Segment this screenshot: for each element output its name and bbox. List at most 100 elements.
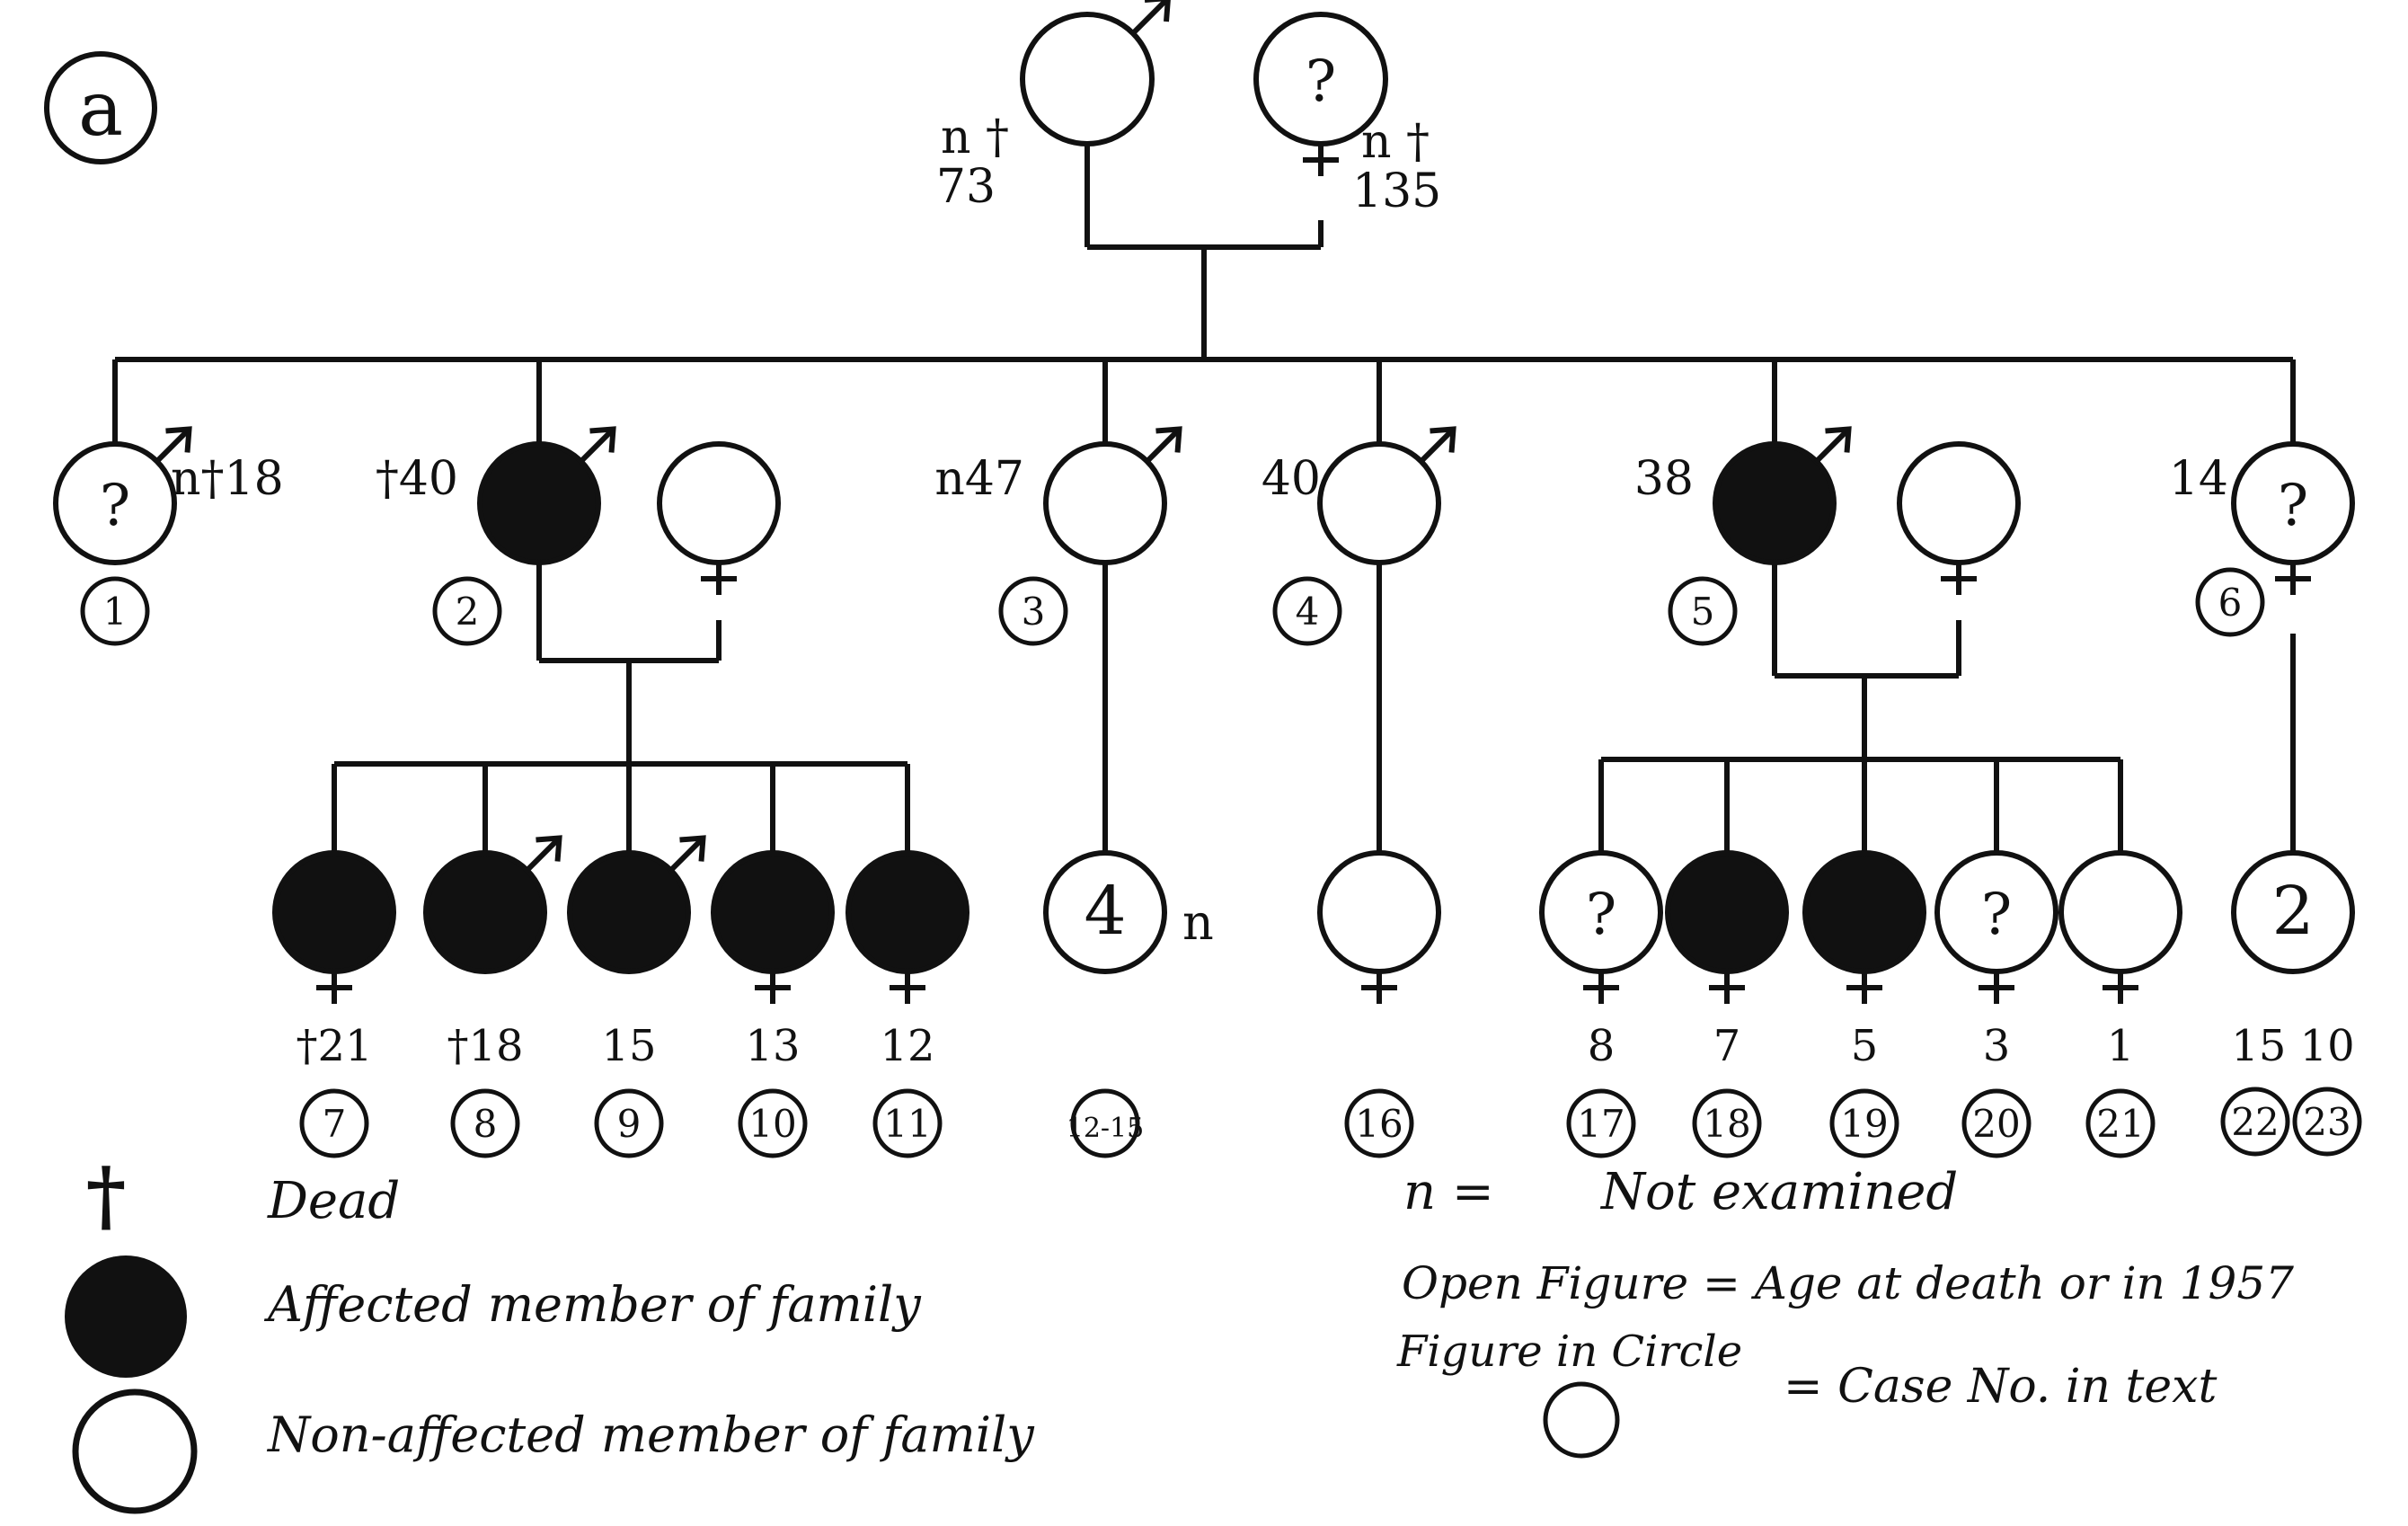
gen2-case-number-circle xyxy=(1668,576,1738,646)
legend-figure-in-circle-label: Figure in Circle xyxy=(1396,1326,1742,1377)
gen1-mother-annotation-2: 135 xyxy=(1352,164,1441,218)
nonaffected-person-circle xyxy=(53,441,177,565)
gen3-case-number-circle xyxy=(1566,1088,1636,1158)
gen3-case-number-circle xyxy=(450,1088,520,1158)
gen3-person-symbol xyxy=(711,850,835,1004)
gen2-case-number: 5 xyxy=(1691,590,1715,634)
not-examined-mark: n xyxy=(1182,894,1214,951)
legend-case-circle-symbol xyxy=(1543,1381,1620,1459)
gen3-annotation: 1 xyxy=(2107,1021,2135,1071)
male-arrow-head-icon xyxy=(536,835,562,862)
gen2-case-number-circle xyxy=(1272,576,1342,646)
male-arrow-icon xyxy=(579,427,615,464)
gen3-annotation: †18 xyxy=(447,1021,523,1071)
male-arrow-icon xyxy=(1419,427,1456,464)
gen1-father-annotation-1: n † xyxy=(941,111,1009,164)
gen3-annotation: †21 xyxy=(296,1021,372,1071)
affected-person-circle xyxy=(567,850,691,974)
male-arrow-head-icon xyxy=(589,426,616,453)
gen3-person-symbol xyxy=(2231,850,2355,974)
nonaffected-person-circle xyxy=(1020,12,1155,146)
gen3-person-symbol xyxy=(1665,850,1789,1004)
gen3-case-number: 18 xyxy=(1703,1102,1750,1146)
affected-person-circle xyxy=(845,850,969,974)
gen3-case-number: 17 xyxy=(1577,1102,1625,1146)
affected-person-circle xyxy=(1802,850,1926,974)
gen3-case-number-circle xyxy=(738,1088,808,1158)
gen3-case-number: 12-15 xyxy=(1067,1113,1144,1144)
gen3-case-number-circle xyxy=(594,1088,664,1158)
male-arrow-icon xyxy=(668,836,705,873)
gen3-case-number: 9 xyxy=(617,1102,642,1146)
legend-n-label: Not examined xyxy=(1599,1163,1958,1221)
gen3-case-number: 19 xyxy=(1840,1102,1888,1146)
person-mark: ? xyxy=(100,473,130,539)
panel-label-circle xyxy=(44,51,157,164)
gen2-person-symbol xyxy=(657,441,781,595)
gen2-case-number-circle xyxy=(432,576,502,646)
gen1-father-symbol xyxy=(1020,0,1171,146)
affected-person-circle xyxy=(1665,850,1789,974)
gen3-case-number-circle xyxy=(872,1088,943,1158)
male-arrow-icon xyxy=(525,836,562,873)
male-arrow-icon xyxy=(1145,427,1182,464)
legend-nonaffected-label: Non-affected member of family xyxy=(266,1406,1035,1463)
male-arrow-head-icon xyxy=(1430,426,1456,453)
male-arrow-icon xyxy=(1814,427,1851,464)
legend-affected-symbol xyxy=(65,1255,187,1378)
affected-person-circle xyxy=(477,441,601,565)
gen3-person-symbol xyxy=(1317,850,1441,1004)
affected-person-circle xyxy=(272,850,396,974)
gen2-case-number-circle xyxy=(998,576,1068,646)
gen2-case-number: 4 xyxy=(1296,590,1320,634)
gen3-annotation: 13 xyxy=(745,1021,800,1071)
gen1-mother-symbol xyxy=(1253,12,1388,176)
affected-person-circle xyxy=(1713,441,1837,565)
gen2-person-symbol xyxy=(477,426,616,565)
person-mark: ? xyxy=(1981,882,2012,948)
gen3-case-number: 11 xyxy=(883,1102,931,1146)
pedigree-lines xyxy=(112,144,2296,854)
gen3-person-symbol xyxy=(423,835,562,974)
nonaffected-person-circle xyxy=(1317,850,1441,974)
gen2-case-number: 1 xyxy=(103,590,128,634)
gen2-case-number: 2 xyxy=(456,590,480,634)
legend: † Dead Affected member of family Non-aff… xyxy=(65,1150,2294,1514)
gen3-person-symbol xyxy=(1934,850,2058,1004)
legend-nonaffected-symbol xyxy=(72,1388,198,1514)
gen2-person-symbol xyxy=(1713,426,1852,565)
gen3-case-number-circle xyxy=(2085,1088,2156,1158)
legend-case-no-label: = Case No. in text xyxy=(1784,1360,2217,1414)
nonaffected-person-circle xyxy=(2231,850,2355,974)
gen3-person-symbol xyxy=(567,835,706,974)
legend-open-figure-label: Open Figure = Age at death or in 1957 xyxy=(1402,1257,2294,1309)
gen2-person-symbol xyxy=(2231,441,2355,595)
gen2-person-symbol xyxy=(1043,426,1182,565)
nonaffected-person-circle xyxy=(1897,441,2021,565)
gen3-case-number-circle xyxy=(1344,1088,1414,1158)
gen3-person-symbol xyxy=(272,850,396,1004)
male-arrow-icon xyxy=(155,427,191,464)
gen3-case-number: 20 xyxy=(1972,1102,2020,1146)
person-mark: ? xyxy=(2278,473,2308,539)
gen1-mother-annotation-1: n † xyxy=(1361,115,1430,169)
panel-label: a xyxy=(78,65,123,153)
nonaffected-person-circle xyxy=(1317,441,1441,565)
gen3-person-symbol xyxy=(845,850,969,1004)
gen3-case-number: 23 xyxy=(2303,1100,2350,1144)
gen3-case-number: 7 xyxy=(323,1102,347,1146)
gen3-case-number-circle xyxy=(299,1088,369,1158)
male-arrow-head-icon xyxy=(1155,426,1182,453)
male-arrow-icon xyxy=(1130,0,1171,36)
gen2-person-symbol xyxy=(1317,426,1456,565)
gen3-case-number: 8 xyxy=(474,1102,498,1146)
male-arrow-head-icon xyxy=(679,835,706,862)
gen2-annotation: 38 xyxy=(1634,452,1694,506)
gen3-annotation: 8 xyxy=(1588,1021,1616,1071)
individuals-layer: ?n †73n †135?n†181†402n473404385?146†217… xyxy=(53,0,2362,1158)
gen3-annotation: 7 xyxy=(1713,1021,1741,1071)
nonaffected-person-circle xyxy=(657,441,781,565)
gen2-person-symbol xyxy=(1897,441,2021,595)
